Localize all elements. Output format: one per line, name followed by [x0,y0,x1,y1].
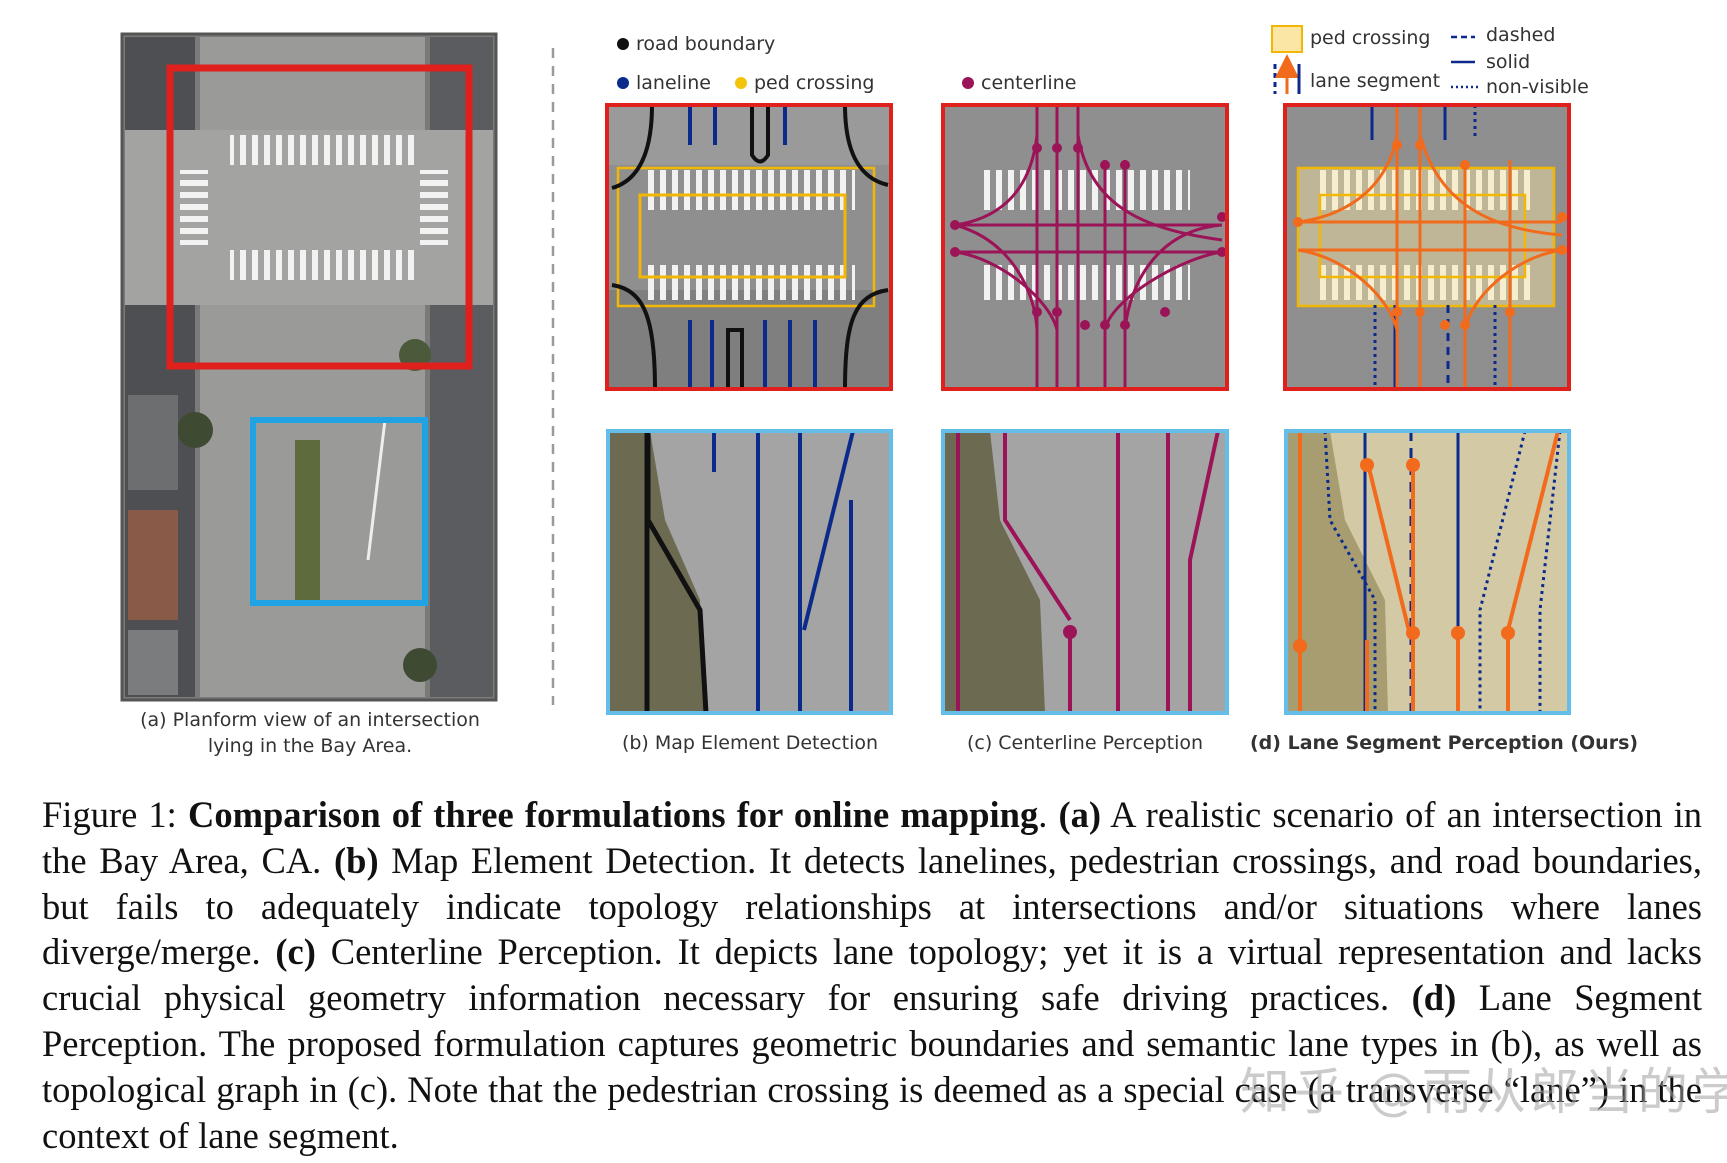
panel-c-bottom-frame [941,429,1229,715]
legend-ped-crossing: ped crossing [735,72,875,94]
subcaption-d: (d) Lane Segment Perception (Ours) [1250,732,1639,754]
watermark: 知乎 @雨从郎当的学吧 [1240,1063,1727,1121]
aerial-image-panel [120,32,498,702]
legend-swatches [1271,25,1478,94]
panel-c-top [941,103,1229,391]
panel-b-bottom [606,429,893,715]
legend-laneline: laneline [617,72,711,94]
legend-lane-segment: lane segment [1310,70,1441,92]
legend-dashed: dashed [1486,24,1556,46]
aerial-red-box [166,64,473,370]
laneline-dot-icon [617,77,629,89]
legend-centerline: centerline [962,72,1076,94]
subcaption-b: (b) Map Element Detection [621,732,879,754]
centerline-dot-icon [962,77,974,89]
panel-d-bottom-frame [1284,429,1571,715]
ped-crossing-dot-icon [735,77,747,89]
subcaption-c: (c) Centerline Perception [966,732,1204,754]
figure-caption: Figure 1: Comparison of three formulatio… [42,794,1703,1156]
legend-road-boundary: road boundary [617,33,775,55]
panel-d-bottom [1284,429,1571,715]
legend-non-visible: non-visible [1486,76,1589,98]
aerial-blue-box [250,417,428,606]
panel-b-top-frame [605,103,893,391]
panel-b-bottom-frame [606,429,893,715]
panel-c-bottom [941,429,1229,715]
caption-title: Comparison of three formulations for onl… [187,794,1039,835]
panel-b-top [605,103,893,391]
legend-ped-crossing-right: ped crossing [1310,27,1431,49]
ped-crossing-swatch [1271,25,1303,53]
panel-d-top-frame [1283,103,1571,391]
panel-c-top-frame [941,103,1229,391]
panel-d-top [1283,103,1571,391]
subcaption-a: (a) Planform view of an intersection lyi… [140,709,480,757]
road-boundary-dot-icon [617,38,629,50]
figure-graphics [120,25,1571,715]
legend-solid: solid [1486,51,1531,73]
